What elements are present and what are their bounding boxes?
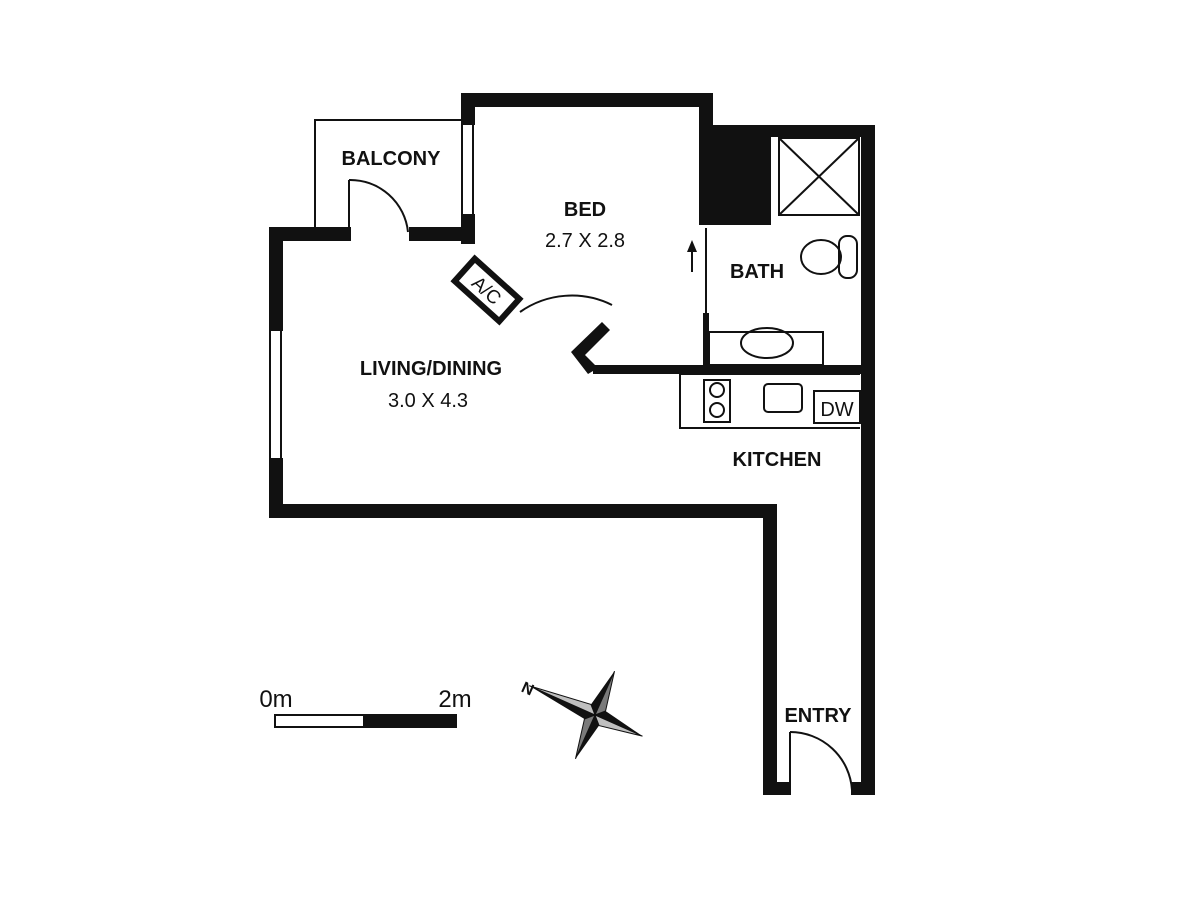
- sink-icon: [763, 383, 803, 413]
- living-size: 3.0 X 4.3: [388, 390, 468, 412]
- balcony-door: [348, 178, 409, 233]
- room-labels: BALCONY BED 2.7 X 2.8 BATH LIVING/DINING…: [342, 148, 853, 727]
- living-label: LIVING/DINING: [360, 358, 502, 380]
- fixtures: DW A/C: [450, 137, 861, 424]
- doors: [348, 178, 853, 791]
- bed-door: [519, 294, 613, 313]
- cooktop-icon: [703, 379, 731, 423]
- ac-unit: A/C: [450, 254, 524, 326]
- entry-label: ENTRY: [784, 705, 852, 727]
- bed-label: BED: [564, 199, 606, 221]
- dishwasher-box: [813, 390, 861, 424]
- shower-icon: [778, 137, 860, 216]
- walls: [269, 93, 875, 795]
- balcony-label: BALCONY: [342, 148, 442, 170]
- thin-lines: [269, 119, 860, 458]
- entry-door: [789, 730, 853, 791]
- compass-icon: [529, 670, 643, 760]
- basin-icon: [740, 327, 794, 359]
- scale-bar-dark: [363, 714, 457, 728]
- bath-label: BATH: [730, 261, 784, 283]
- dishwasher-label: DW: [820, 399, 853, 421]
- sliding-arrow: [687, 240, 697, 272]
- bed-size: 2.7 X 2.8: [545, 230, 625, 252]
- scale-bar: 0m 2m: [259, 686, 472, 728]
- kitchen-label: KITCHEN: [733, 449, 822, 471]
- scale-start-label: 0m: [259, 686, 292, 713]
- scale-end-label: 2m: [438, 686, 471, 713]
- compass-north-label: N: [519, 679, 536, 699]
- toilet-icon: [800, 235, 858, 279]
- scale-bar-light: [274, 714, 365, 728]
